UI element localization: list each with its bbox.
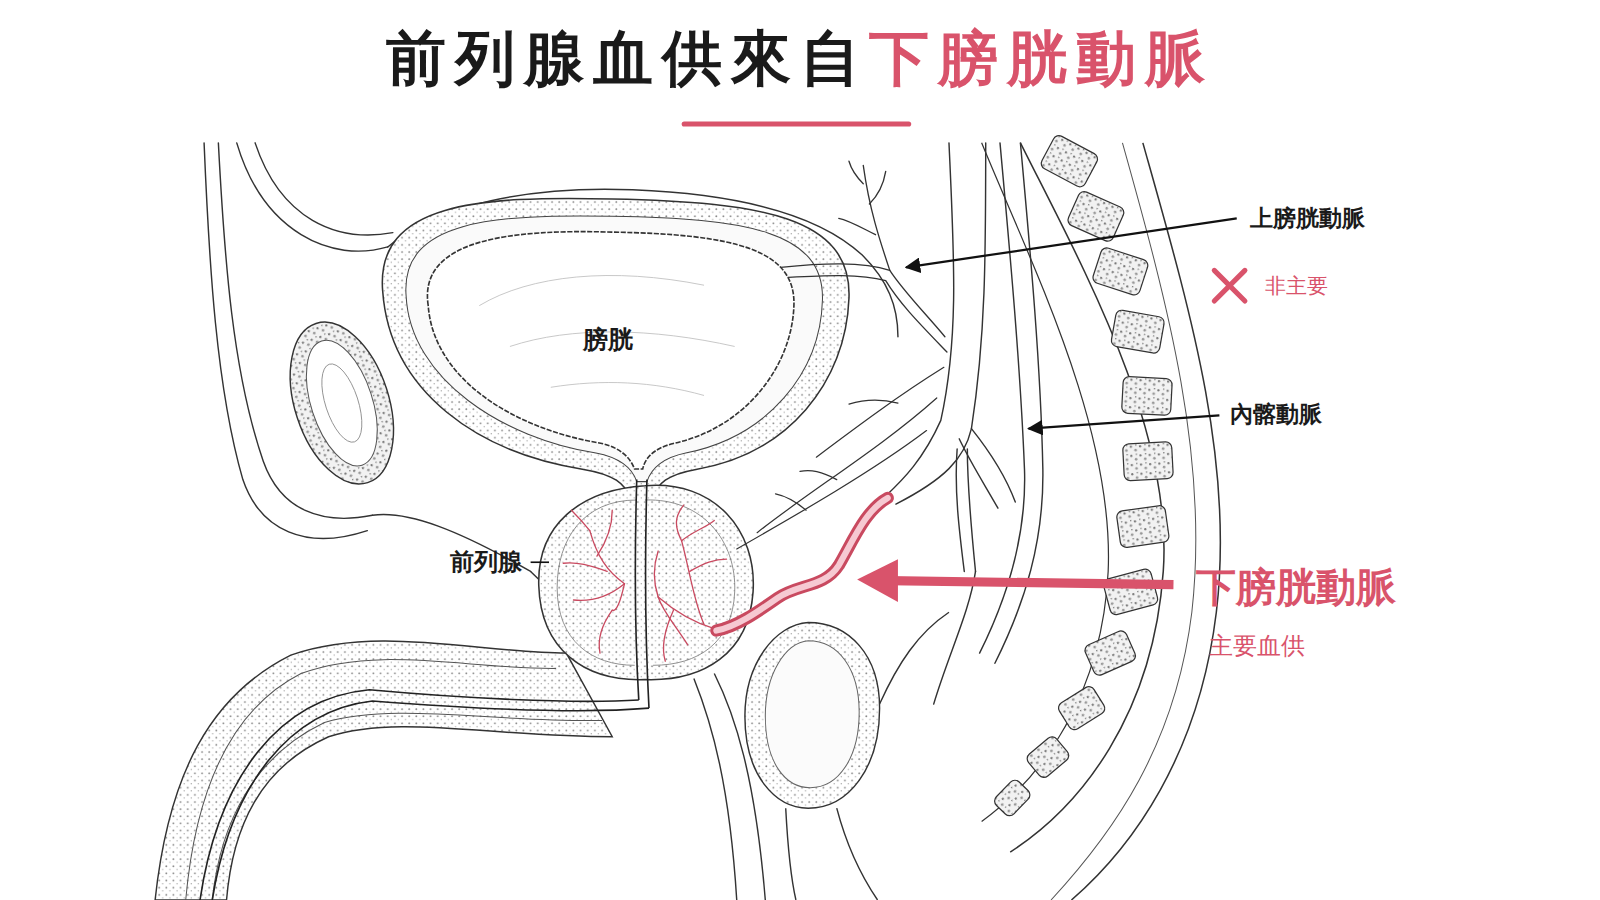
leader-line: [531, 561, 549, 563]
part-label: 上膀胱動脈: [1250, 205, 1365, 233]
lumen-outline: [427, 232, 794, 469]
rectum: [694, 612, 949, 900]
title-underline: [682, 121, 912, 126]
highlight-label: 下膀胱動脈: [1196, 563, 1396, 611]
cross-mark: [1214, 270, 1245, 301]
title: 前列腺血供來自: [386, 23, 869, 93]
internal-iliac-artery: [886, 143, 1043, 704]
note-label: 非主要: [1265, 274, 1328, 299]
bladder-wall: [382, 198, 849, 498]
organ-name: 膀胱: [583, 323, 633, 356]
body-outline: [204, 143, 898, 572]
sacrum: [982, 134, 1221, 900]
part-label: 前列腺: [450, 548, 522, 577]
pubic-bone: [271, 309, 412, 497]
prostatic-arterioles: [563, 505, 726, 661]
lumen-shading: [479, 275, 734, 395]
urethra: [200, 690, 649, 900]
note-label: 主要血供: [1209, 632, 1305, 661]
vesical-branches: [737, 367, 944, 549]
title-row: 前列腺血供來自下膀胱動脈: [0, 22, 1600, 94]
pointer-arrow: [1029, 415, 1220, 428]
title-highlight: 下膀胱動脈: [869, 23, 1214, 93]
organ-region: 膀胱: [418, 226, 798, 471]
inferior-vesical-artery: [716, 498, 887, 631]
part-label: 內髂動脈: [1230, 401, 1322, 429]
highlight-arrow: [857, 559, 1173, 602]
prostatic-urethra: [635, 480, 649, 709]
pointer-arrow: [906, 218, 1237, 267]
